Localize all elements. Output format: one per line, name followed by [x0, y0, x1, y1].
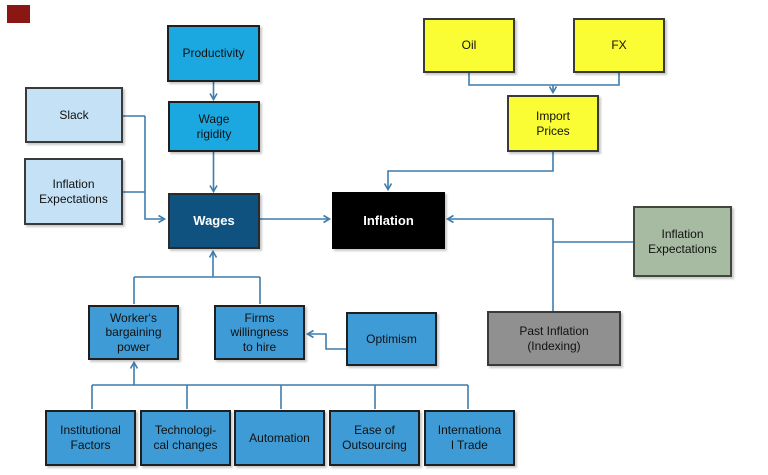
- node-label-line: Ease of: [354, 423, 395, 438]
- node-technological-changes: Technologi-cal changes: [140, 410, 231, 466]
- node-label-line: FX: [611, 38, 627, 53]
- node-label-line: Technologi-: [154, 423, 217, 438]
- node-label-line: Productivity: [182, 46, 245, 61]
- node-label-line: Oil: [461, 38, 477, 53]
- node-label-line: Institutional: [60, 423, 121, 438]
- node-label-line: Inflation: [661, 226, 704, 241]
- node-wages: Wages: [168, 193, 260, 249]
- node-label-line: to hire: [242, 339, 277, 354]
- node-label-line: willingness: [230, 325, 289, 340]
- edge-join-to-wages: [144, 116, 167, 224]
- red-corner-mark: [7, 5, 30, 23]
- node-label-line: Wages: [193, 213, 235, 229]
- node-label-line: l Trade: [451, 438, 488, 452]
- node-productivity: Productivity: [167, 25, 260, 82]
- node-label-line: Wage: [198, 111, 230, 126]
- node-label-line: Worker‘s: [109, 310, 158, 325]
- node-slack: Slack: [25, 87, 123, 143]
- edge-right-join-to-inflation: [445, 214, 554, 311]
- node-label-line: Inflation: [52, 176, 95, 191]
- edge-optimism-to-firms: [305, 329, 346, 350]
- node-label-line: Expectations: [39, 191, 108, 206]
- node-fx: FX: [573, 18, 665, 73]
- node-label-line: Past Inflation: [519, 323, 589, 338]
- node-label-line: Factors: [70, 438, 111, 452]
- node-automation: Automation: [234, 410, 325, 466]
- edge-import-prices-to-inflation: [383, 152, 554, 192]
- edge-oil-fx-join: [468, 73, 620, 86]
- node-label-line: bargaining: [105, 325, 162, 340]
- node-past-inflation: Past Inflation(Indexing): [487, 311, 621, 366]
- node-inflation: Inflation: [332, 192, 445, 249]
- node-label-line: power: [117, 339, 150, 354]
- node-label-line: Optimism: [366, 331, 417, 346]
- node-label-line: Slack: [59, 107, 89, 122]
- node-label-line: Firms: [244, 310, 275, 325]
- node-label-line: Internationa: [437, 423, 502, 438]
- node-label-line: Outsourcing: [342, 438, 407, 452]
- node-label-line: rigidity: [196, 126, 232, 141]
- node-label-line: Expectations: [648, 241, 717, 256]
- node-optimism: Optimism: [346, 312, 437, 366]
- node-label-line: cal changes: [153, 438, 218, 452]
- node-oil: Oil: [423, 18, 515, 73]
- node-label-line: Import: [535, 108, 570, 123]
- node-label-line: (Indexing): [527, 338, 581, 353]
- node-label-line: Inflation: [363, 212, 414, 228]
- node-label-line: Prices: [536, 123, 570, 138]
- node-label-line: Automation: [249, 430, 310, 445]
